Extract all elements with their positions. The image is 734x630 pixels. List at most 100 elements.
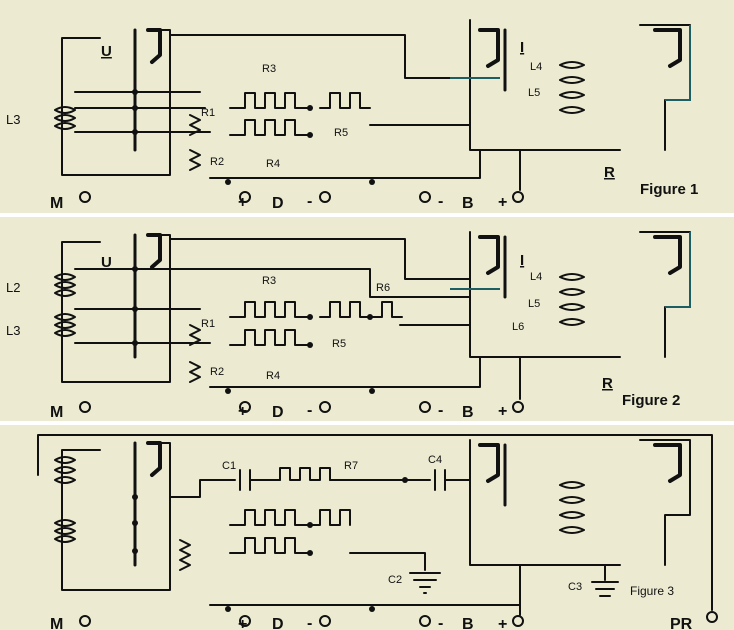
resistor-r6-shape: [371, 301, 403, 318]
label-r: R: [604, 164, 615, 181]
terminal-d-ring: [239, 401, 251, 413]
junction-dot: [307, 522, 313, 528]
figure-3-panel: C1 R7 C4 C2 C3 Figure 3 M + D - - B + PR: [0, 425, 734, 630]
label-i: I: [520, 252, 524, 269]
label-l6: L6: [512, 321, 524, 333]
junction-dot: [132, 105, 138, 111]
label-r3: R3: [262, 63, 276, 75]
relay-r-armature: [653, 28, 682, 68]
label-r1: R1: [201, 107, 215, 119]
junction-dot: [132, 340, 138, 346]
terminal-d: D: [272, 616, 284, 630]
terminal-plus-ring: [512, 191, 524, 203]
terminal-b-ring: [419, 191, 431, 203]
resistor-r5-shape: [319, 92, 371, 109]
terminal-minus-1: -: [307, 402, 312, 419]
resistor-r2-shape: [189, 149, 201, 171]
resistor-r3-shape: [229, 92, 311, 109]
coil-l4-l6: [559, 273, 585, 326]
terminal-b: B: [462, 195, 474, 212]
label-l3: L3: [6, 323, 20, 338]
terminal-b: B: [462, 404, 474, 421]
label-u: U: [101, 43, 112, 60]
label-r4: R4: [266, 158, 280, 170]
terminal-minus-2: -: [438, 615, 443, 630]
label-i: I: [520, 39, 524, 56]
terminal-plus-1: +: [238, 616, 247, 630]
relay-r-frame: [639, 231, 691, 358]
wire-d-b: [209, 149, 481, 179]
label-c3: C3: [568, 581, 582, 593]
resistor-mid-shape: [229, 509, 351, 526]
resistor-r1-shape: [189, 114, 201, 136]
terminal-plus-2: +: [498, 616, 507, 630]
junction-dot: [307, 132, 313, 138]
bus-wire-1: [74, 268, 471, 298]
terminal-b-ring: [419, 401, 431, 413]
resistor-r3-shape: [229, 301, 311, 318]
terminal-plus-1: +: [238, 403, 247, 420]
wire-to-c2: [349, 552, 426, 571]
terminal-m: M: [50, 404, 63, 421]
bus-wire-1: [169, 479, 236, 498]
terminal-d: D: [272, 404, 284, 421]
accent-wire: [450, 232, 691, 308]
junction-dot: [132, 306, 138, 312]
junction-dot: [225, 606, 231, 612]
junction-dot: [132, 89, 138, 95]
resistor-zig: [179, 539, 191, 571]
label-r5: R5: [334, 127, 348, 139]
junction-dot: [225, 388, 231, 394]
accent-wire: [450, 25, 691, 101]
coil-right: [559, 481, 585, 534]
relay-i-frame: [469, 19, 621, 151]
coil-l4-l5: [559, 61, 585, 114]
capacitor-c2-plates: [409, 572, 441, 594]
label-l2: L2: [6, 280, 20, 295]
bus-wire-top: [169, 238, 471, 280]
terminal-plus-ring: [512, 401, 524, 413]
resistor-r7-shape: [279, 467, 331, 481]
capacitor-c1-plates: [239, 469, 251, 491]
caption-figure-3: Figure 3: [630, 584, 674, 598]
junction-dot: [132, 129, 138, 135]
junction-dot: [369, 606, 375, 612]
caption-figure-1: Figure 1: [640, 181, 698, 198]
relay-i-frame: [469, 439, 621, 566]
terminal-pr-ring: [706, 611, 718, 623]
wire-d-b: [209, 356, 481, 388]
label-l5: L5: [528, 298, 540, 310]
figure-3-diagram: C1 R7 C4 C2 C3 Figure 3 M + D - - B + PR: [37, 434, 718, 630]
resistor-r2-shape: [189, 361, 201, 383]
label-r7: R7: [344, 460, 358, 472]
terminal-plus-1: +: [238, 194, 247, 211]
terminal-m-ring: [79, 615, 91, 627]
relay-r-frame: [639, 24, 691, 151]
label-c1: C1: [222, 460, 236, 472]
resistor-r4-shape: [229, 119, 311, 136]
junction-dot: [307, 550, 313, 556]
relay-r-armature: [653, 235, 682, 275]
relay-u-armature: [146, 28, 162, 64]
relay-i-armature: [478, 443, 500, 483]
terminal-minus-ring: [319, 191, 331, 203]
outer-loop: [37, 434, 713, 611]
figure-2-panel: U I R L2 L3 R3 R6 R1 R2 R4 R5 L4 L5 L6 F…: [0, 217, 734, 421]
terminal-minus-1: -: [307, 615, 312, 630]
coil-l2: [54, 273, 76, 297]
relay-u-frame: [61, 29, 171, 176]
junction-dot: [132, 520, 138, 526]
coil-l3: [54, 106, 76, 130]
relay-i-armature: [478, 235, 500, 275]
junction-dot: [225, 179, 231, 185]
junction-dot: [307, 314, 313, 320]
relay-u-armature: [146, 233, 162, 269]
terminal-plus-ring: [512, 615, 524, 627]
coil-lower: [54, 519, 76, 543]
coil-upper: [54, 456, 76, 484]
terminal-minus-ring: [319, 615, 331, 627]
label-r2: R2: [210, 366, 224, 378]
resistor-r1-shape: [189, 324, 201, 346]
junction-dot: [307, 342, 313, 348]
label-l4: L4: [530, 271, 542, 283]
